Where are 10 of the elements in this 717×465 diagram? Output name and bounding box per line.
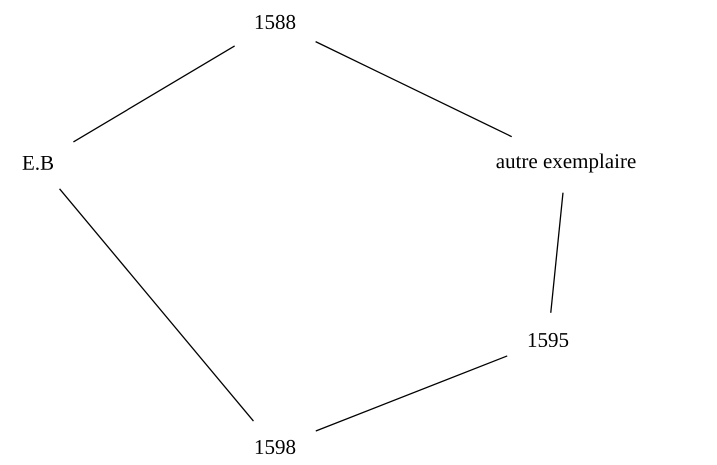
node-label: 1595	[528, 332, 568, 348]
connector-line	[315, 41, 512, 138]
connector-line	[59, 188, 254, 422]
connector-line	[73, 45, 235, 143]
node-label: 1588	[256, 14, 296, 30]
node-label: E.B	[22, 156, 54, 170]
connector-line	[550, 192, 564, 313]
connector-line	[316, 355, 508, 432]
node-label: 1598	[256, 440, 296, 454]
node-label: autre exemplaire	[496, 153, 636, 172]
